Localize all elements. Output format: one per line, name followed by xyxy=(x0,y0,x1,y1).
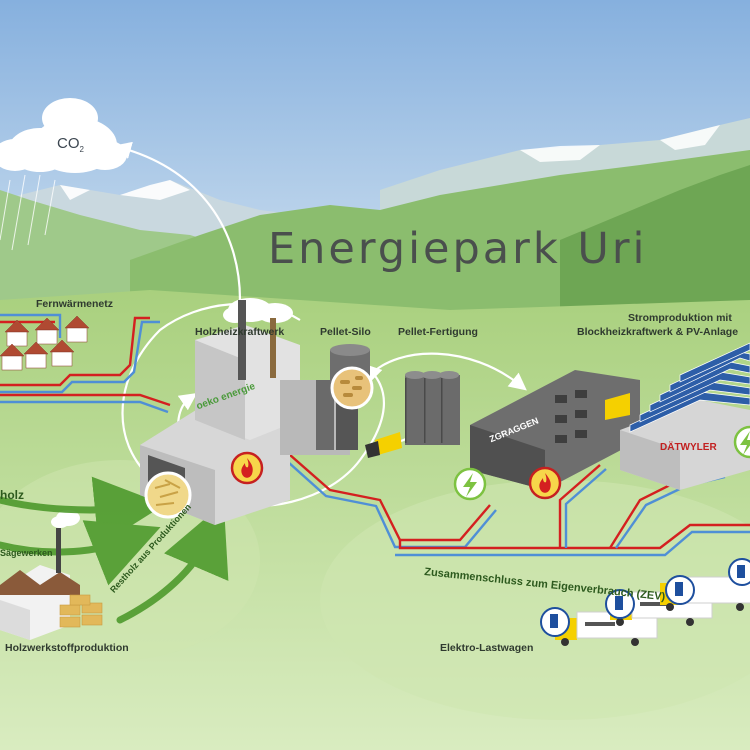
label-strom-line2: Blockheizkraftwerk & PV-Anlage xyxy=(577,326,739,338)
zgraggen-building xyxy=(470,370,640,490)
label-saegewerken: Sägewerken xyxy=(0,548,53,558)
label-pellet-fertigung: Pellet-Fertigung xyxy=(398,326,478,338)
label-elektro-lastwagen: Elektro-Lastwagen xyxy=(440,642,534,654)
lumber-stack xyxy=(59,594,103,628)
datwyler-building xyxy=(620,342,750,490)
label-strom-line1: Stromproduktion mit xyxy=(628,312,732,324)
factory-building xyxy=(0,528,80,640)
label-holz: holz xyxy=(0,488,24,502)
flame-icon xyxy=(528,466,562,500)
pv-panels xyxy=(629,342,750,433)
hill-right-dark xyxy=(560,165,750,330)
arrow-to-co2 xyxy=(113,141,242,301)
lightning-icon xyxy=(733,425,750,459)
pellets-icon xyxy=(330,366,374,410)
arrow-wood-cycle xyxy=(121,302,301,486)
label-holzheizkraftwerk: Holzheizkraftwerk xyxy=(195,326,285,338)
rain xyxy=(0,174,56,251)
houses xyxy=(0,315,90,371)
wood-flow-arrows xyxy=(0,476,229,624)
page-title: Energiepark Uri xyxy=(268,224,648,274)
wood-chips-icon xyxy=(144,471,192,519)
flame-icon xyxy=(230,451,264,485)
snow-caps-right xyxy=(520,125,720,162)
label-pellet-silo: Pellet-Silo xyxy=(320,326,371,338)
label-holzwerkstoffproduktion: Holzwerkstoffproduktion xyxy=(5,642,129,654)
lightning-icon xyxy=(453,467,487,501)
ev-charger-icon xyxy=(605,589,635,619)
ev-charger-icon xyxy=(540,607,570,637)
pellet-fertigung xyxy=(365,371,460,458)
ev-charger-icon xyxy=(728,558,750,586)
snow-caps-left xyxy=(60,180,190,200)
brand-datwyler: DÄTWYLER xyxy=(660,442,717,453)
label-fernwaermenetz: Fernwärmenetz xyxy=(36,298,114,310)
ev-charger-icon xyxy=(665,575,695,605)
arrow-silo-to-fertigung xyxy=(369,352,527,391)
co2-label: CO2 xyxy=(57,135,84,154)
co2-cloud-icon xyxy=(0,98,127,173)
smoke-cloud-small-icon xyxy=(51,510,80,528)
